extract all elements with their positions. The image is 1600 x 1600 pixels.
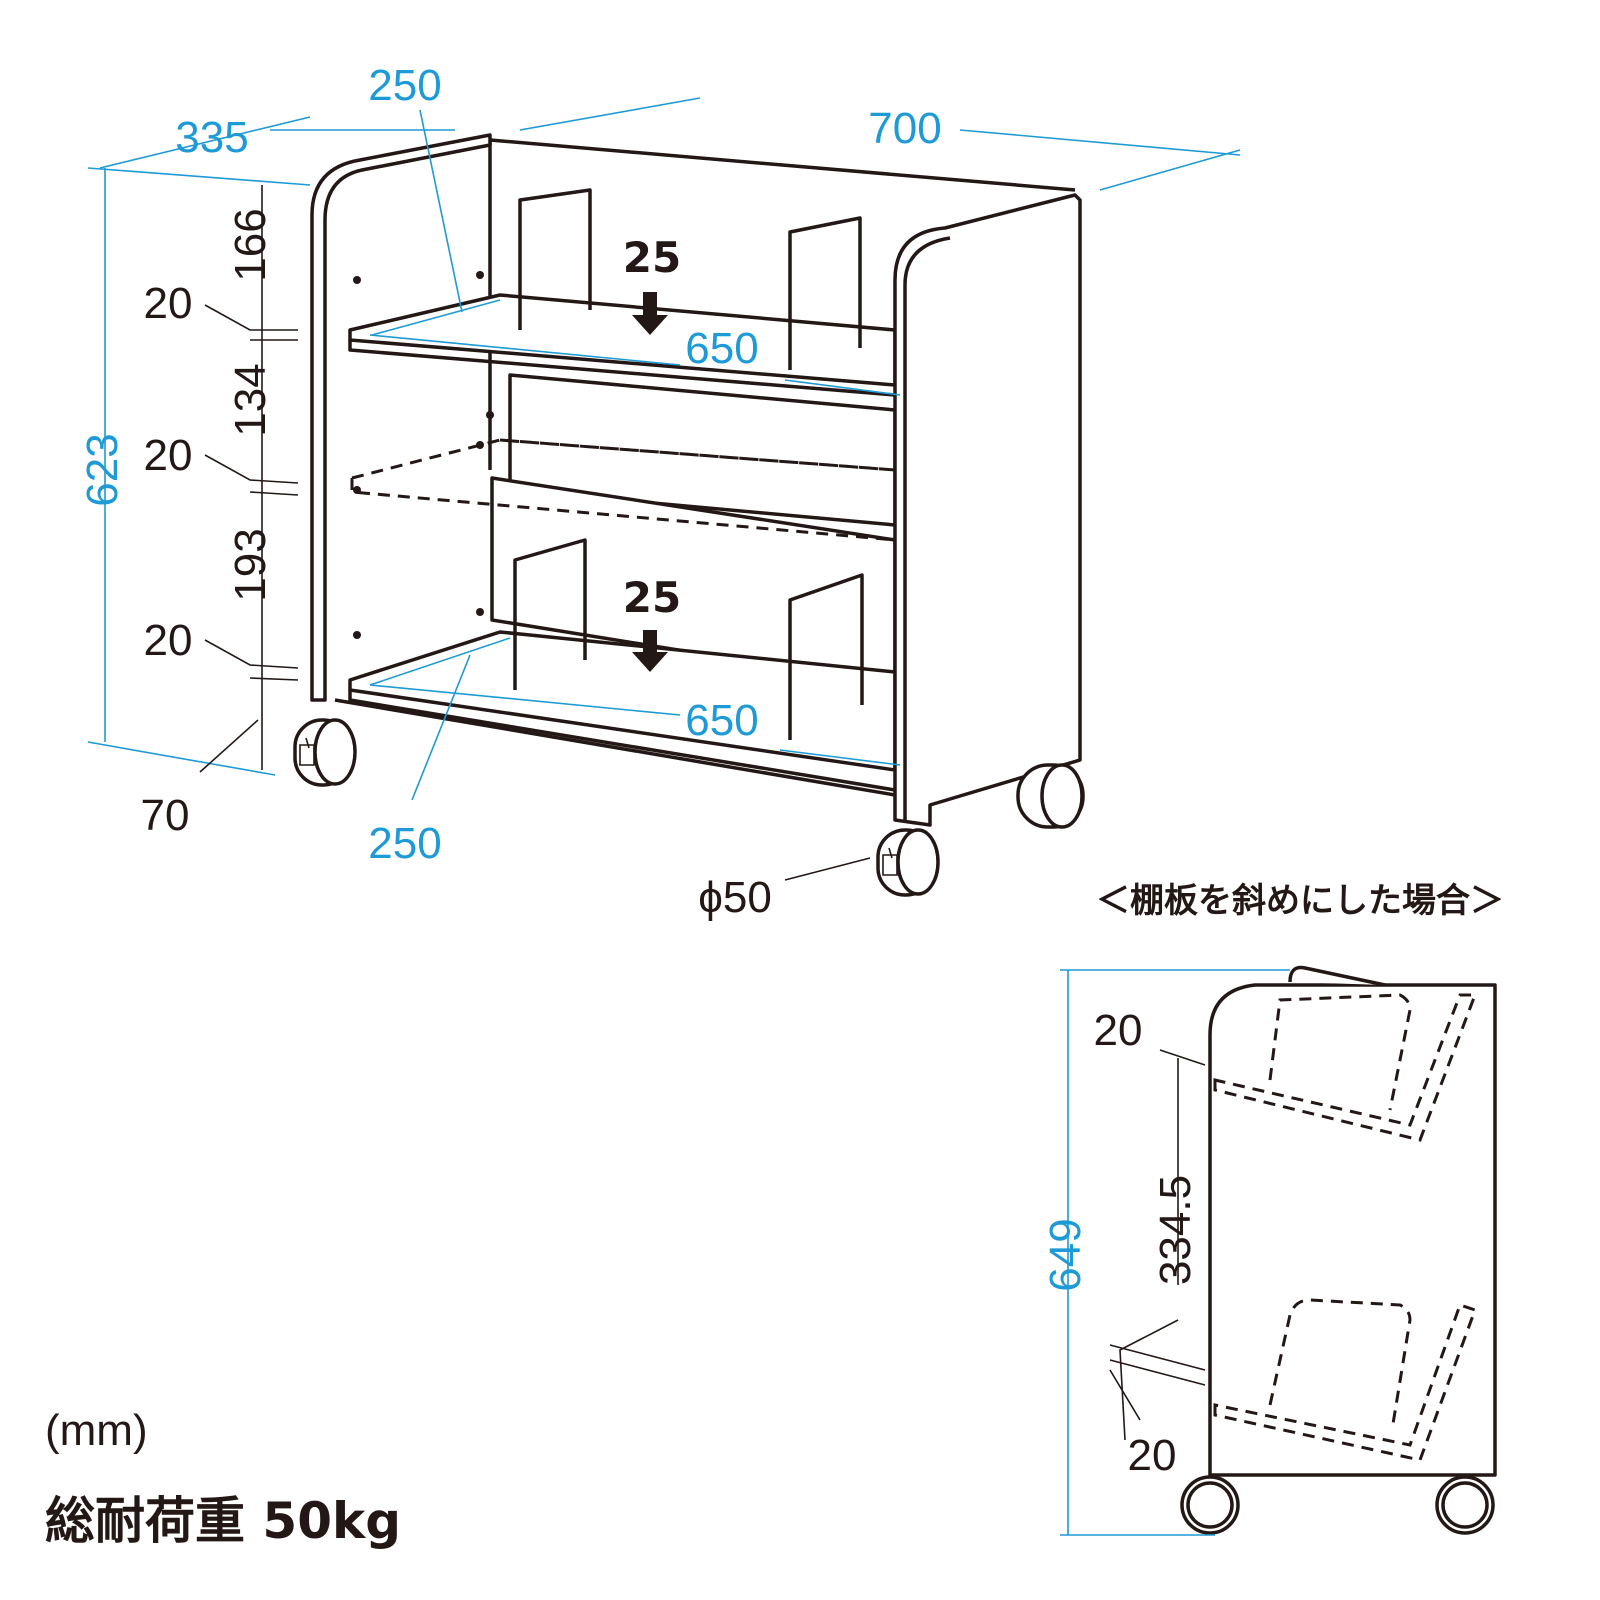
inset-caster-left: [1180, 1475, 1240, 1535]
caster-front-right: [876, 828, 940, 897]
right-side-panel-front-edge: [903, 236, 951, 820]
inset-side-panel: [1208, 983, 1497, 1477]
shelf-alt-position: [350, 438, 896, 542]
main-dimension-lines: [87, 97, 1241, 881]
dim-shelf-width-lower: 650: [685, 696, 758, 745]
bottom-board-edge: [334, 698, 896, 797]
inset-upper-shelf: [1213, 993, 1478, 1142]
inset-upper-bookend: [1268, 993, 1412, 1111]
shelf-step-lower: 25: [623, 573, 681, 622]
inset-dimension-lines: [1060, 969, 1290, 1536]
arrow-down-icon-lower: [632, 630, 668, 672]
unit-note: (mm): [45, 1406, 148, 1455]
left-side-panel: [310, 133, 492, 702]
dim-depth-top: 250: [368, 61, 441, 110]
dim-gap-top: 166: [226, 208, 275, 281]
inset-top-handle: [1288, 965, 1386, 987]
inset-dim-shelf-pitch: 334.5: [1151, 1175, 1200, 1285]
bookend-lower-left: [513, 538, 587, 690]
inset-caster-right: [1435, 1475, 1495, 1535]
dim-thick-1: 20: [144, 279, 193, 328]
upper-shelf-front: [348, 340, 896, 397]
inset-dim-height: 649: [1041, 1218, 1090, 1291]
dim-depth-side: 335: [175, 113, 248, 162]
dim-thick-2: 20: [144, 431, 193, 480]
load-capacity-note: 総耐荷重 50kg: [45, 1492, 401, 1550]
inset-dim-thick-top: 20: [1094, 1006, 1143, 1055]
right-side-panel: [893, 193, 1082, 827]
dim-base-height: 70: [141, 791, 190, 840]
dim-gap-low: 193: [226, 528, 275, 601]
caster-front-left: [293, 718, 357, 787]
inset-lower-bookend: [1268, 1298, 1412, 1431]
bookend-lower-right: [788, 573, 864, 740]
dim-caster-diameter: ϕ50: [698, 873, 772, 922]
cart-main-view: [293, 133, 1085, 897]
dim-gap-mid: 134: [226, 363, 275, 436]
shelf-step-upper: 25: [623, 233, 681, 282]
caster-back-right: [1016, 763, 1085, 829]
arrow-down-icon-upper: [632, 292, 668, 335]
inset-title: ＜棚板を斜めにした場合＞: [1096, 881, 1504, 921]
dim-thick-3: 20: [144, 616, 193, 665]
inset-dim-thick-bottom: 20: [1128, 1431, 1177, 1480]
inset-lower-shelf: [1213, 1303, 1477, 1462]
shelf-pin-holes: [353, 271, 494, 639]
dim-height: 623: [78, 433, 127, 506]
back-top-edge: [489, 138, 1076, 192]
bookend-upper-left: [518, 188, 592, 330]
dim-shelf-width-upper: 650: [685, 324, 758, 373]
dim-depth-bottom: 250: [368, 819, 441, 868]
lower-shelf-front: [348, 690, 896, 792]
dim-width: 700: [868, 104, 941, 153]
bookend-upper-right: [788, 216, 862, 370]
cart-inset-view: [1180, 965, 1497, 1535]
